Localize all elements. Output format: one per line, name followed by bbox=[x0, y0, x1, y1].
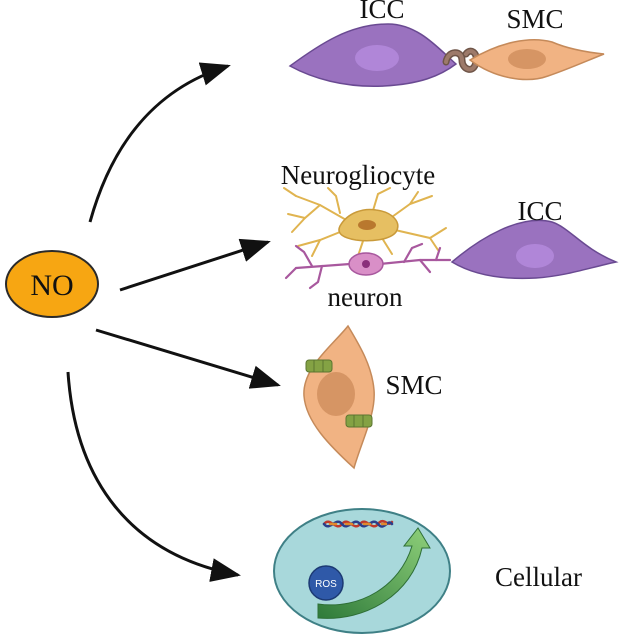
ros-label: ROS bbox=[315, 579, 337, 590]
glia-nucleus bbox=[358, 220, 376, 230]
neurogliocyte-label: Neurogliocyte bbox=[281, 160, 435, 190]
ion-channel-top bbox=[305, 359, 333, 373]
icc-smc-junction-group: ICC SMC bbox=[288, 0, 605, 87]
smc-label: SMC bbox=[385, 370, 442, 400]
top-smc-label: SMC bbox=[506, 4, 563, 34]
no-node: NO bbox=[5, 250, 99, 318]
arrow-to-smc bbox=[95, 328, 281, 389]
neuron-label: neuron bbox=[328, 282, 403, 312]
ros-curved-arrow bbox=[317, 527, 431, 619]
glia-processes bbox=[283, 187, 447, 257]
smc-nucleus bbox=[317, 372, 355, 416]
top-icc-nucleus bbox=[355, 45, 399, 71]
no-label: NO bbox=[30, 269, 73, 302]
mid-icc-nucleus bbox=[516, 244, 554, 268]
top-smc-nucleus bbox=[508, 49, 546, 69]
arrows bbox=[66, 62, 281, 582]
no-ellipse bbox=[5, 250, 99, 318]
arrow-to-icc-smc bbox=[88, 62, 231, 223]
gap-junction-coil-inner bbox=[444, 49, 479, 72]
dna-strand bbox=[322, 519, 394, 528]
neuron-nucleus bbox=[362, 260, 370, 268]
mid-icc-label: ICC bbox=[517, 196, 562, 226]
smooth-muscle-group: SMC bbox=[303, 324, 443, 470]
cell-outline bbox=[273, 508, 451, 634]
arrow-to-cellular bbox=[66, 371, 241, 582]
arrow-to-neurons bbox=[119, 238, 271, 292]
neuron-processes bbox=[284, 242, 452, 290]
enteric-neuron-group: Neurogliocyte neuron ICC bbox=[281, 160, 619, 312]
cellular-label: Cellular bbox=[495, 562, 582, 592]
ion-channel-bottom bbox=[345, 414, 373, 428]
ros-sphere bbox=[308, 565, 344, 601]
top-icc-label: ICC bbox=[359, 0, 404, 24]
cellular-group: ROS Cellular bbox=[273, 508, 582, 634]
